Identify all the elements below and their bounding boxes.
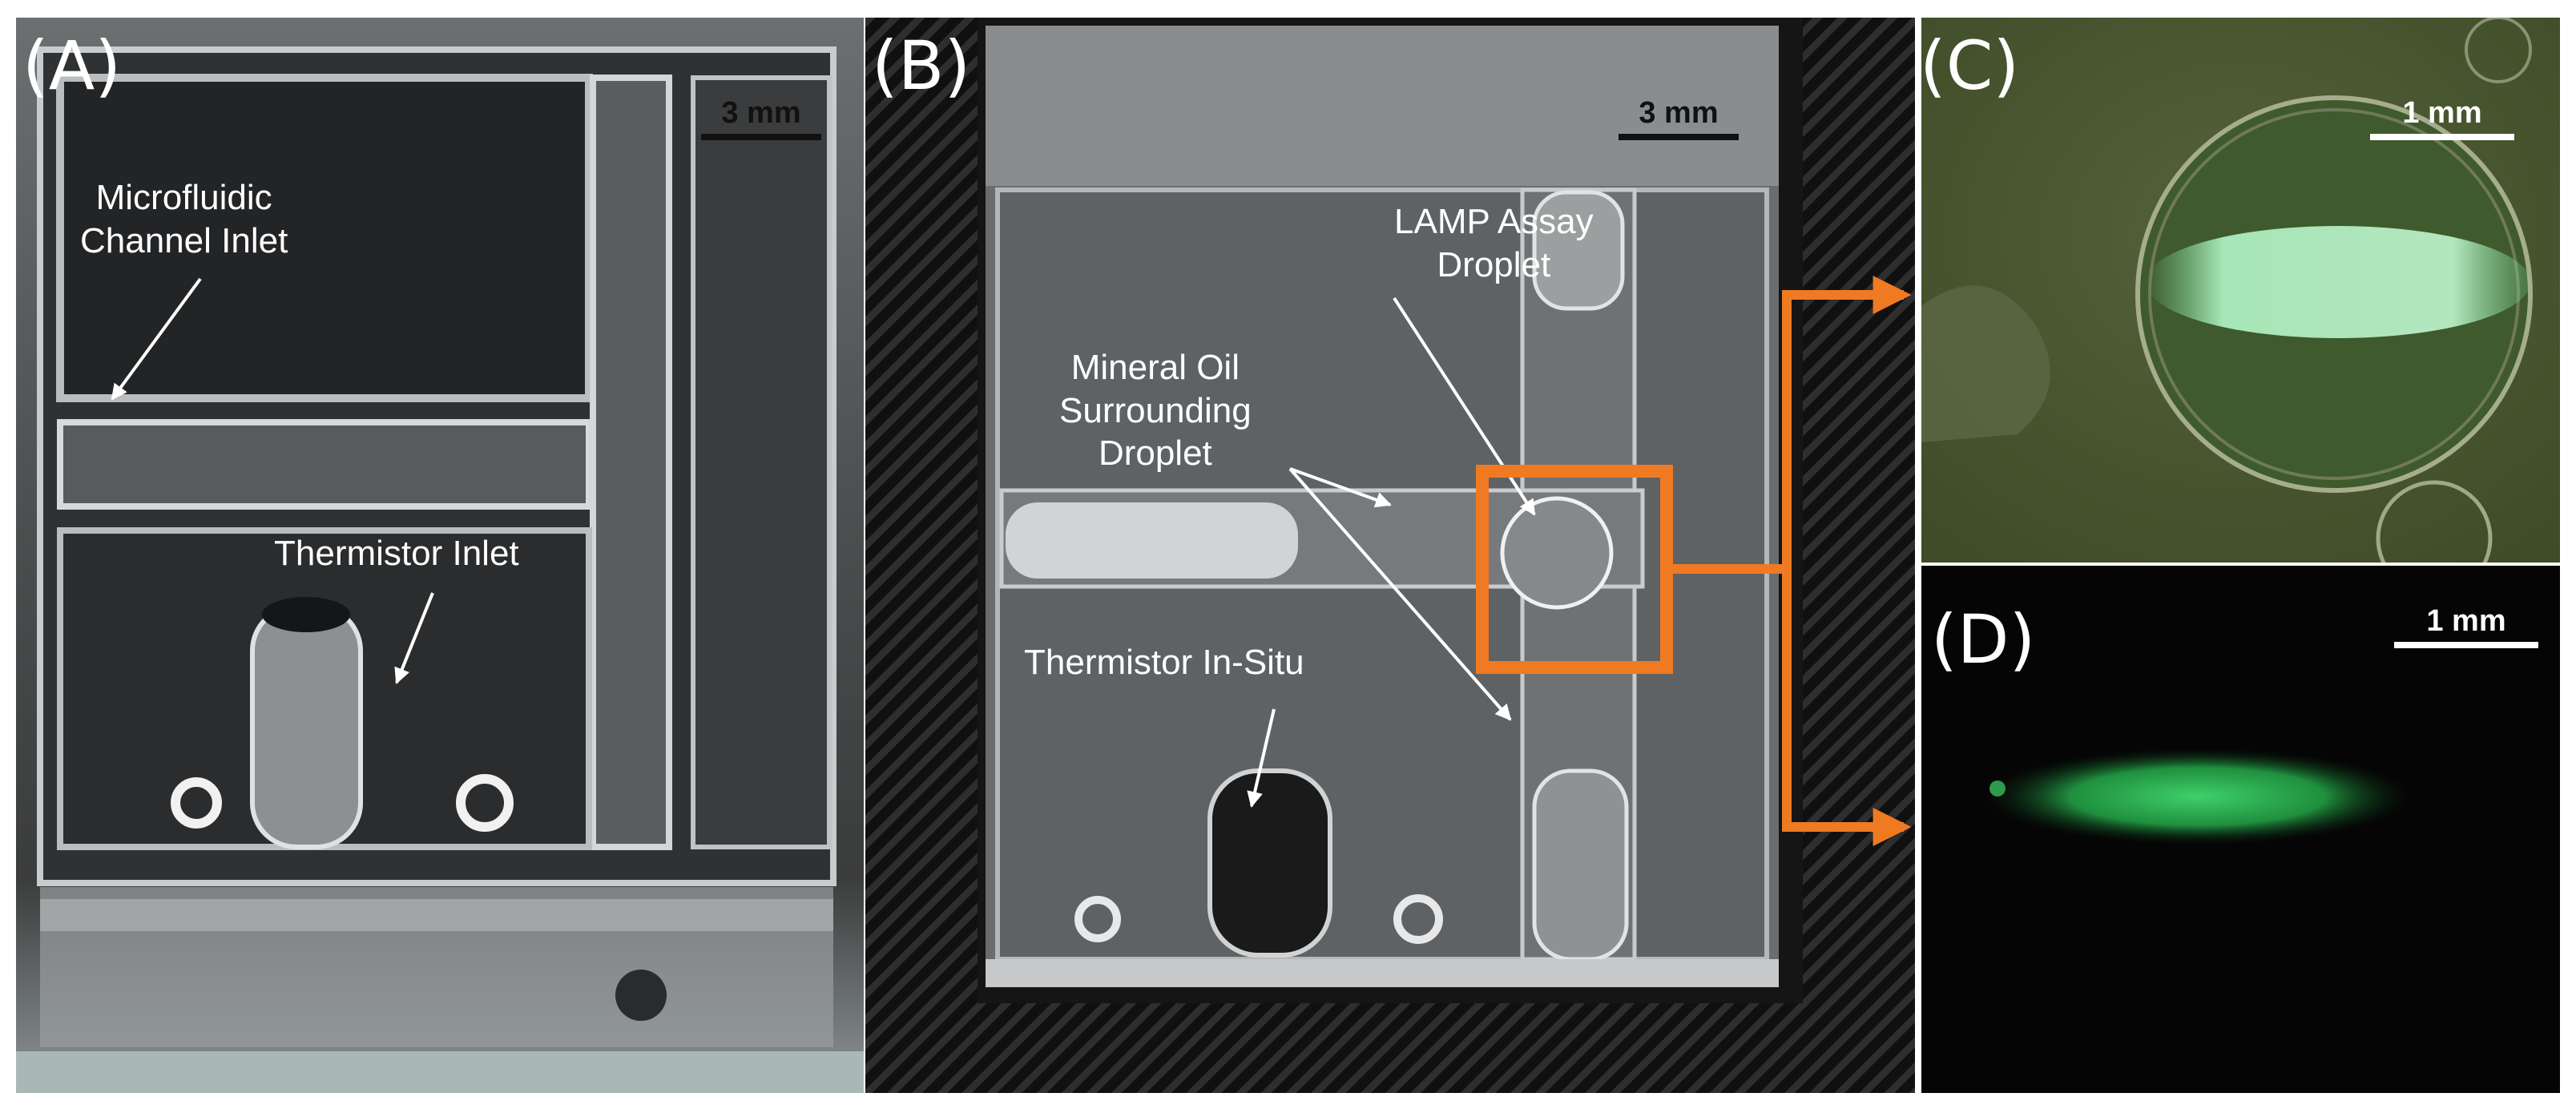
scale-bar-d: 1 mm bbox=[2394, 604, 2538, 648]
scale-bar-a: 3 mm bbox=[701, 96, 821, 140]
panel-label-a: (A) bbox=[22, 26, 122, 105]
panel-label-d: (D) bbox=[1931, 600, 2036, 679]
annotation-channel-inlet: Microfluidic Channel Inlet bbox=[80, 178, 288, 260]
panel-a: (A) 3 mm Microfluidic Channel Inlet Ther… bbox=[16, 18, 864, 1093]
annotation-mineral-oil: Mineral Oil Surrounding Droplet bbox=[1059, 348, 1252, 474]
scale-bar-c: 1 mm bbox=[2370, 96, 2514, 140]
scale-bar-label: 3 mm bbox=[1639, 96, 1719, 130]
panel-a-photo bbox=[16, 18, 864, 1093]
scale-bar-label: 1 mm bbox=[2402, 96, 2482, 130]
scale-bar-label: 3 mm bbox=[721, 96, 801, 130]
panel-c-photo bbox=[1921, 18, 2560, 563]
scale-bar-line bbox=[2370, 134, 2514, 140]
panel-d-photo bbox=[1921, 566, 2560, 1093]
annotation-thermistor-insitu: Thermistor In-Situ bbox=[1024, 643, 1304, 682]
scale-bar-line bbox=[2394, 642, 2538, 648]
scale-bar-b: 3 mm bbox=[1619, 96, 1739, 140]
scale-bar-label: 1 mm bbox=[2426, 604, 2506, 638]
panel-label-b: (B) bbox=[872, 26, 971, 105]
panel-b-photo bbox=[865, 18, 1915, 1093]
scale-bar-line bbox=[701, 134, 821, 140]
panel-c: (C) 1 mm bbox=[1921, 18, 2560, 563]
scale-bar-line bbox=[1619, 134, 1739, 140]
panel-d: (D) 1 mm bbox=[1921, 566, 2560, 1093]
annotation-lamp-droplet: LAMP Assay Droplet bbox=[1394, 202, 1594, 284]
panel-b: (B) 3 mm LAMP Assay Droplet Mineral Oil … bbox=[865, 18, 1915, 1093]
annotation-thermistor-inlet: Thermistor Inlet bbox=[274, 534, 519, 573]
panel-label-c: (C) bbox=[1921, 26, 2020, 105]
